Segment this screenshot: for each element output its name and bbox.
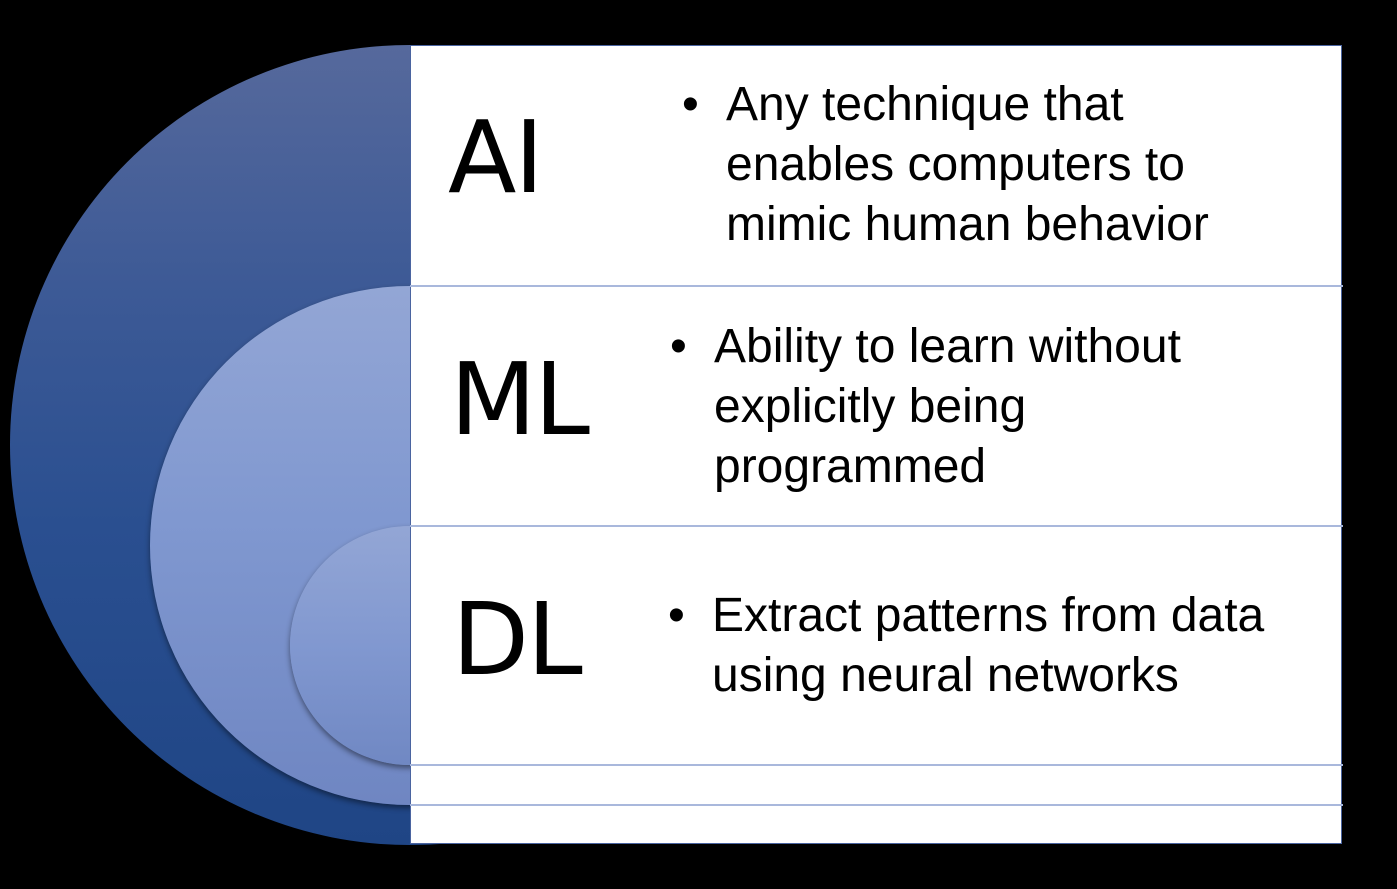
- ml-description-line: programmed: [714, 440, 987, 493]
- row-divider: [410, 764, 1343, 766]
- dl-label: DL: [452, 581, 583, 698]
- ml-description-line: Ability to learn without: [714, 320, 1181, 373]
- ai-description-line: enables computers to: [726, 138, 1185, 191]
- bullet-icon: •: [670, 320, 687, 373]
- ai-description-line: Any technique that: [726, 78, 1124, 131]
- row-divider: [410, 285, 1343, 287]
- ml-description: • Ability to learn without explicitly be…: [670, 317, 1181, 497]
- ml-label: ML: [450, 341, 590, 458]
- bullet-icon: •: [682, 78, 699, 131]
- ai-description-line: mimic human behavior: [726, 198, 1209, 251]
- dl-description-line: using neural networks: [712, 649, 1179, 702]
- row-divider: [410, 804, 1343, 806]
- dl-description-line: Extract patterns from data: [712, 589, 1265, 642]
- bullet-icon: •: [668, 589, 685, 642]
- dl-description: • Extract patterns from data using neura…: [668, 586, 1265, 706]
- row-divider: [410, 525, 1343, 527]
- ml-description-line: explicitly being: [714, 380, 1027, 433]
- ai-label: AI: [448, 99, 544, 216]
- text-panel: [410, 45, 1342, 844]
- ai-description: • Any technique that enables computers t…: [682, 75, 1209, 255]
